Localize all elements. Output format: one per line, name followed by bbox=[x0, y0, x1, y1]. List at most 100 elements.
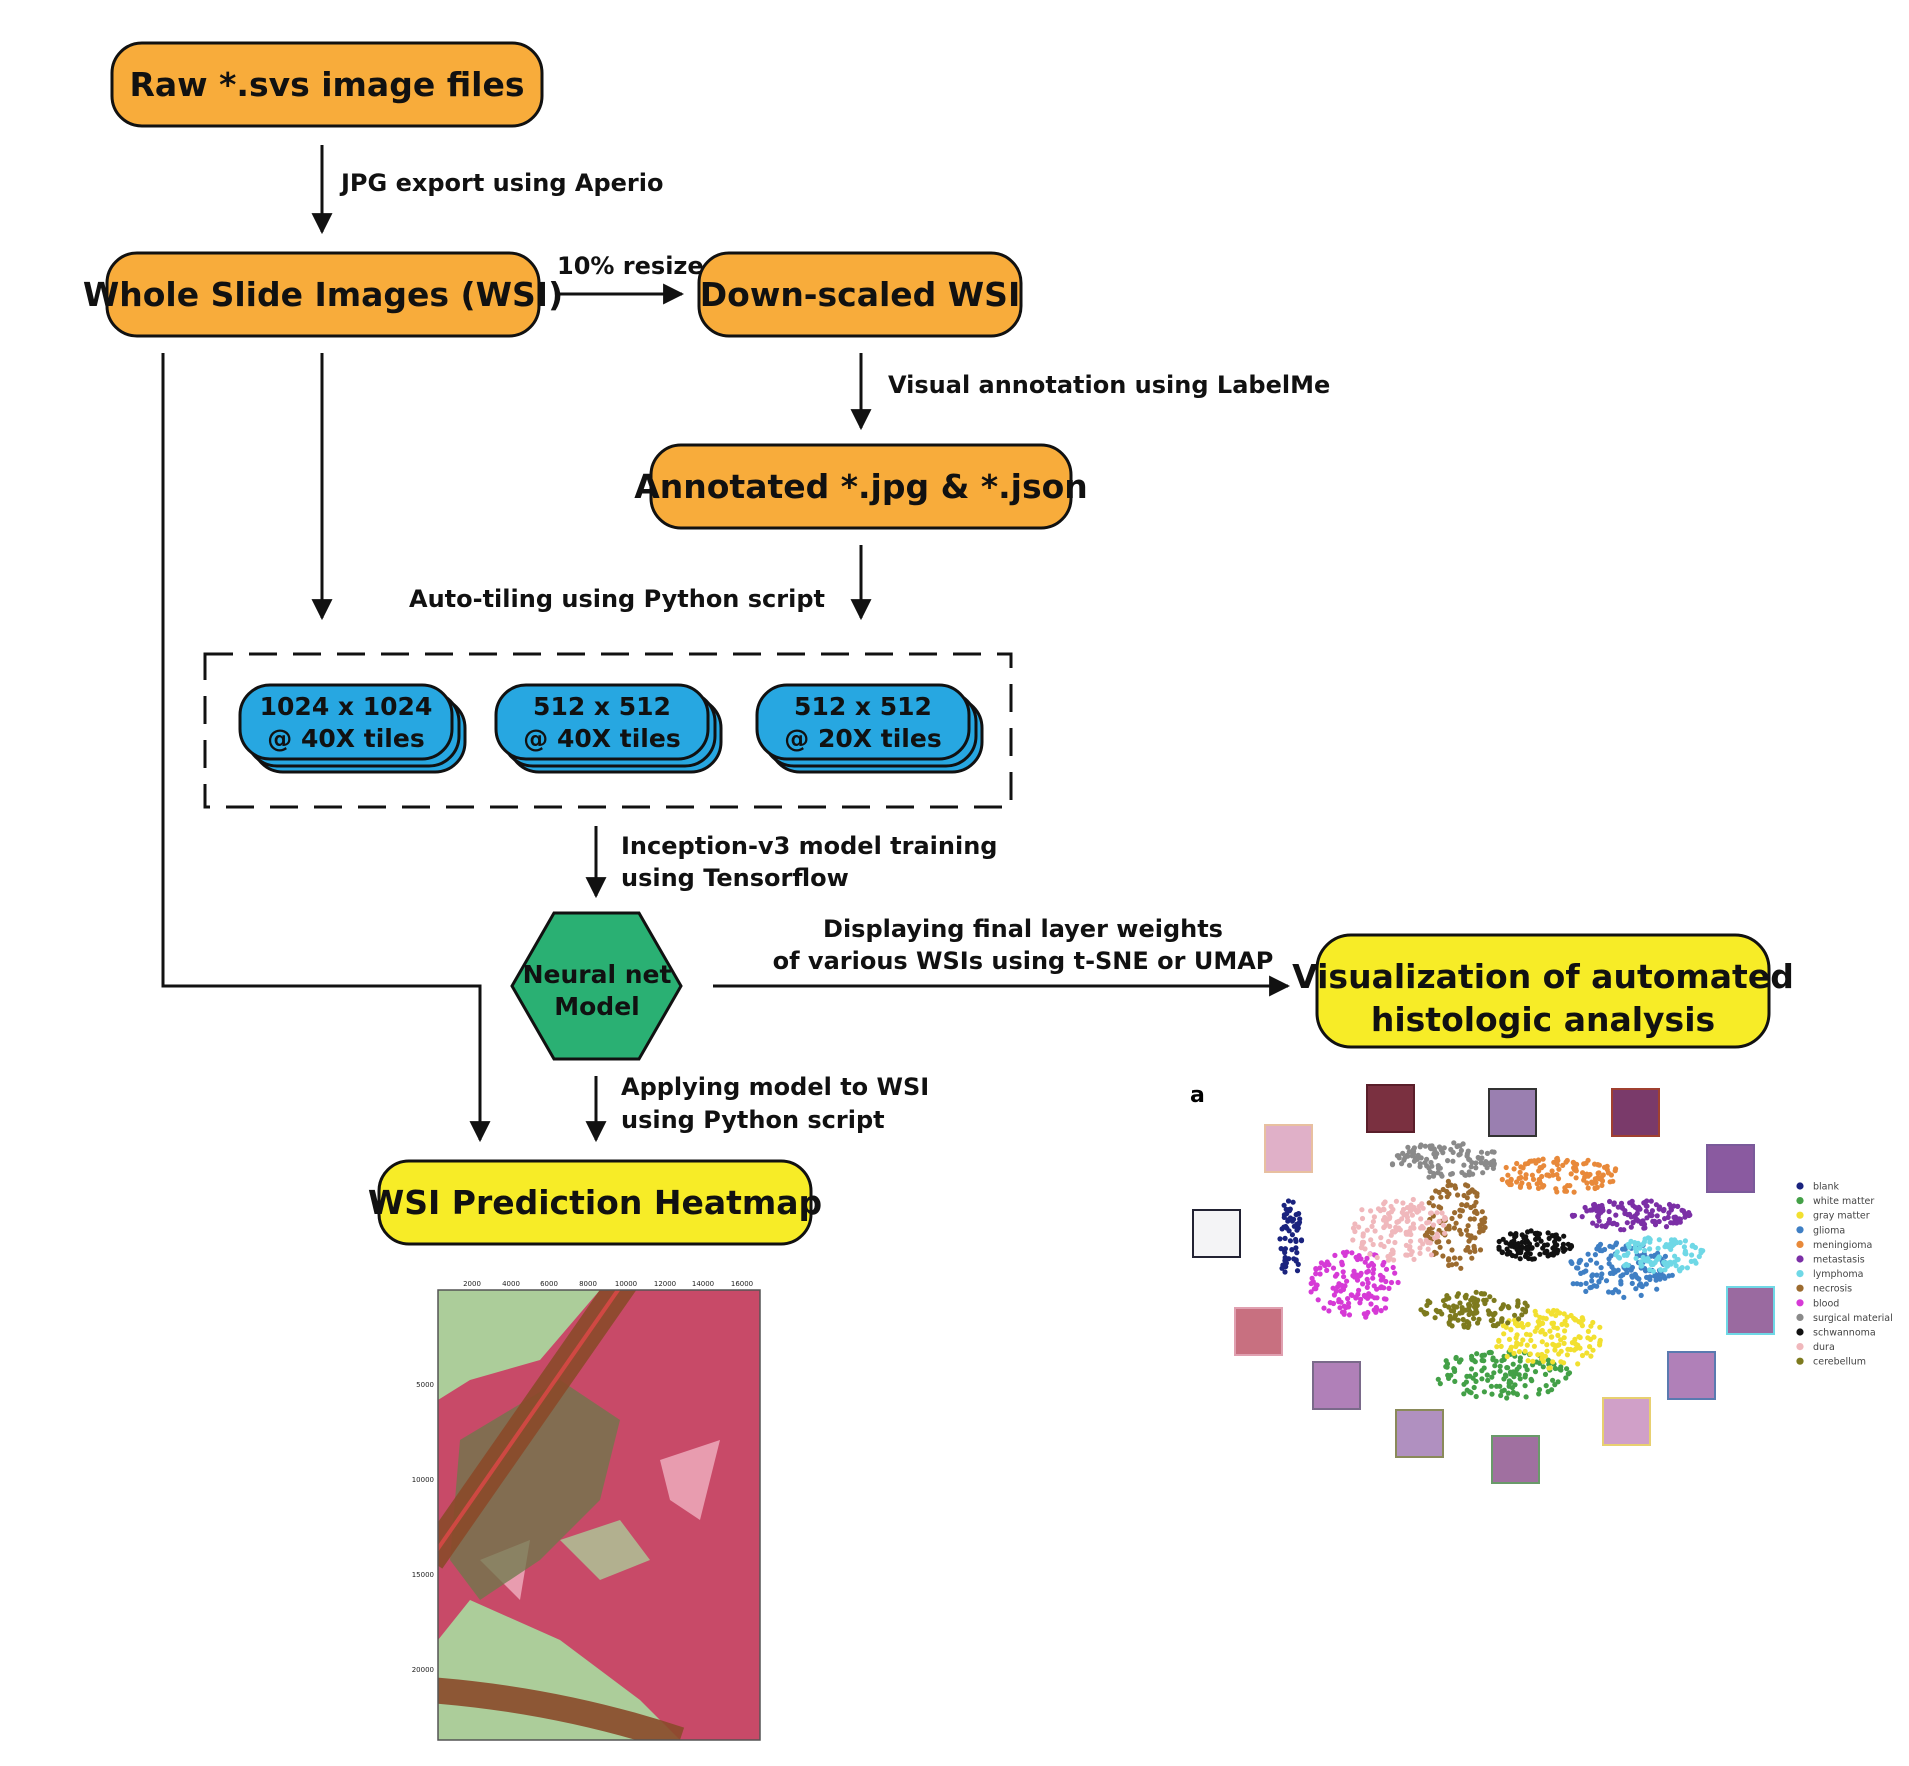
tsne-point bbox=[1590, 1272, 1596, 1278]
tsne-point bbox=[1508, 1327, 1514, 1333]
tsne-point bbox=[1406, 1162, 1413, 1168]
tsne-point bbox=[1686, 1210, 1692, 1216]
tsne-point bbox=[1399, 1216, 1405, 1222]
tsne-point bbox=[1562, 1328, 1568, 1334]
viz-line1: Visualization of automated bbox=[1292, 957, 1794, 996]
tsne-point bbox=[1520, 1337, 1526, 1343]
tsne-point bbox=[1570, 1159, 1576, 1165]
tsne-point bbox=[1313, 1282, 1319, 1288]
tsne-point bbox=[1467, 1189, 1473, 1195]
tsne-point bbox=[1592, 1176, 1598, 1182]
tsne-point bbox=[1338, 1288, 1344, 1294]
tsne-point bbox=[1411, 1145, 1417, 1151]
tsne-point bbox=[1609, 1221, 1616, 1227]
tsne-thumbnails bbox=[1192, 1084, 1775, 1484]
tsne-point bbox=[1297, 1216, 1303, 1222]
tsne-point bbox=[1633, 1255, 1639, 1261]
tsne-point bbox=[1363, 1293, 1369, 1299]
tiles-group-frame bbox=[203, 652, 1013, 809]
tsne-point bbox=[1549, 1168, 1555, 1174]
tsne-point bbox=[1474, 1351, 1480, 1357]
tsne-point bbox=[1368, 1301, 1374, 1307]
tsne-point bbox=[1522, 1363, 1529, 1369]
tsne-point bbox=[1568, 1243, 1575, 1250]
tsne-point bbox=[1618, 1200, 1625, 1206]
tsne-point bbox=[1539, 1173, 1545, 1180]
tsne-point bbox=[1479, 1352, 1485, 1358]
tsne-point bbox=[1417, 1164, 1423, 1170]
tsne-point bbox=[1616, 1255, 1623, 1261]
tsne-point bbox=[1621, 1294, 1627, 1300]
tsne-point bbox=[1474, 1302, 1480, 1309]
tsne-point bbox=[1517, 1256, 1523, 1262]
edge-label-displaying-2: of various WSIs using t-SNE or UMAP bbox=[773, 947, 1274, 975]
tsne-point bbox=[1405, 1218, 1411, 1224]
tsne-point bbox=[1521, 1235, 1527, 1241]
tsne-point bbox=[1675, 1256, 1681, 1263]
tsne-point bbox=[1456, 1359, 1463, 1365]
tsne-point bbox=[1466, 1311, 1472, 1318]
tsne-point bbox=[1583, 1280, 1589, 1286]
legend-label: gray matter bbox=[1813, 1211, 1870, 1222]
tsne-thumbnail bbox=[1667, 1351, 1716, 1400]
tsne-point bbox=[1531, 1343, 1537, 1349]
tsne-point bbox=[1568, 1346, 1574, 1353]
tsne-point bbox=[1588, 1323, 1594, 1329]
tsne-point bbox=[1479, 1376, 1485, 1382]
tsne-point bbox=[1571, 1315, 1577, 1321]
heatmap-ytick: 15000 bbox=[412, 1571, 434, 1579]
tsne-thumbnail bbox=[1602, 1397, 1651, 1446]
tsne-point bbox=[1335, 1284, 1341, 1290]
tsne-point bbox=[1497, 1363, 1503, 1369]
tsne-point bbox=[1498, 1392, 1504, 1399]
tsne-point bbox=[1467, 1249, 1473, 1255]
tsne-thumbnail bbox=[1234, 1307, 1283, 1356]
tsne-point bbox=[1356, 1224, 1362, 1230]
legend-swatch bbox=[1796, 1343, 1804, 1351]
tsne-point bbox=[1440, 1222, 1446, 1228]
tsne-cluster-necrosis bbox=[1422, 1178, 1488, 1271]
tsne-point bbox=[1281, 1214, 1287, 1220]
tsne-point bbox=[1445, 1158, 1451, 1164]
tsne-point bbox=[1526, 1241, 1533, 1247]
tsne-point bbox=[1603, 1278, 1610, 1284]
tsne-point bbox=[1589, 1179, 1595, 1185]
tsne-point bbox=[1517, 1376, 1523, 1382]
tsne-point bbox=[1477, 1247, 1484, 1253]
tsne-point bbox=[1508, 1243, 1515, 1249]
legend-label: necrosis bbox=[1813, 1284, 1852, 1295]
tsne-point bbox=[1508, 1181, 1514, 1188]
tsne-point bbox=[1487, 1294, 1493, 1300]
tsne-point bbox=[1343, 1305, 1349, 1311]
tsne-point bbox=[1457, 1227, 1463, 1233]
tsne-point bbox=[1552, 1365, 1558, 1372]
tsne-point bbox=[1494, 1344, 1500, 1350]
tsne-point bbox=[1381, 1201, 1387, 1207]
tsne-point bbox=[1435, 1165, 1442, 1171]
tsne-point bbox=[1492, 1310, 1498, 1316]
tsne-point bbox=[1451, 1140, 1457, 1146]
tsne-point bbox=[1461, 1324, 1467, 1330]
tsne-point bbox=[1364, 1227, 1370, 1233]
tsne-point bbox=[1448, 1308, 1454, 1314]
tsne-point bbox=[1558, 1364, 1564, 1370]
tsne-point bbox=[1646, 1235, 1652, 1241]
tsne-point bbox=[1469, 1295, 1476, 1301]
tsne-point bbox=[1562, 1188, 1568, 1194]
tile-512-20x-line1: 512 x 512 bbox=[794, 692, 932, 721]
heatmap-xtick: 16000 bbox=[731, 1280, 753, 1288]
tsne-point bbox=[1348, 1292, 1354, 1298]
tsne-point bbox=[1596, 1170, 1602, 1176]
tsne-point bbox=[1676, 1267, 1682, 1273]
tsne-point bbox=[1282, 1269, 1288, 1275]
legend-swatch bbox=[1796, 1357, 1804, 1365]
tsne-point bbox=[1579, 1352, 1586, 1359]
tsne-point bbox=[1450, 1149, 1456, 1155]
legend-swatch bbox=[1796, 1182, 1804, 1190]
tsne-point bbox=[1662, 1261, 1668, 1267]
tsne-point bbox=[1499, 1358, 1505, 1364]
legend-swatch bbox=[1796, 1328, 1804, 1336]
tsne-point bbox=[1467, 1157, 1473, 1163]
tsne-point bbox=[1656, 1218, 1662, 1225]
tsne-point bbox=[1466, 1322, 1472, 1328]
